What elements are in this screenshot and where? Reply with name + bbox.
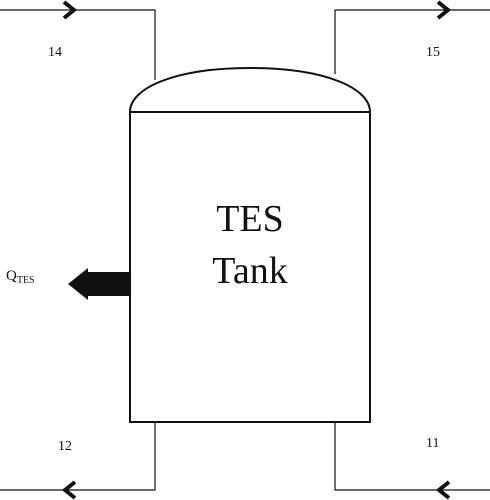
stream-label-14: 14 <box>48 45 62 60</box>
tank-title-line2: Tank <box>212 250 288 292</box>
heat-output-label: QTES <box>6 268 35 286</box>
pipe-11 <box>334 422 490 491</box>
arrowhead-14 <box>62 0 78 20</box>
stream-label-15: 15 <box>426 45 440 60</box>
tank-dome <box>128 66 372 113</box>
tank-body <box>129 111 371 423</box>
pipe-12 <box>0 422 156 491</box>
heat-output-arrow <box>68 268 130 300</box>
stream-label-11: 11 <box>426 436 440 451</box>
heat-output-symbol: Q <box>6 268 17 284</box>
pipe-15 <box>334 9 490 74</box>
arrowhead-15 <box>436 0 452 20</box>
heat-output-subscript: TES <box>16 275 35 286</box>
tank-title-line1: TES <box>216 198 284 240</box>
pipe-14 <box>0 9 156 80</box>
arrowhead-12 <box>61 480 77 500</box>
arrowhead-11 <box>435 480 451 500</box>
stream-label-12: 12 <box>58 439 72 454</box>
